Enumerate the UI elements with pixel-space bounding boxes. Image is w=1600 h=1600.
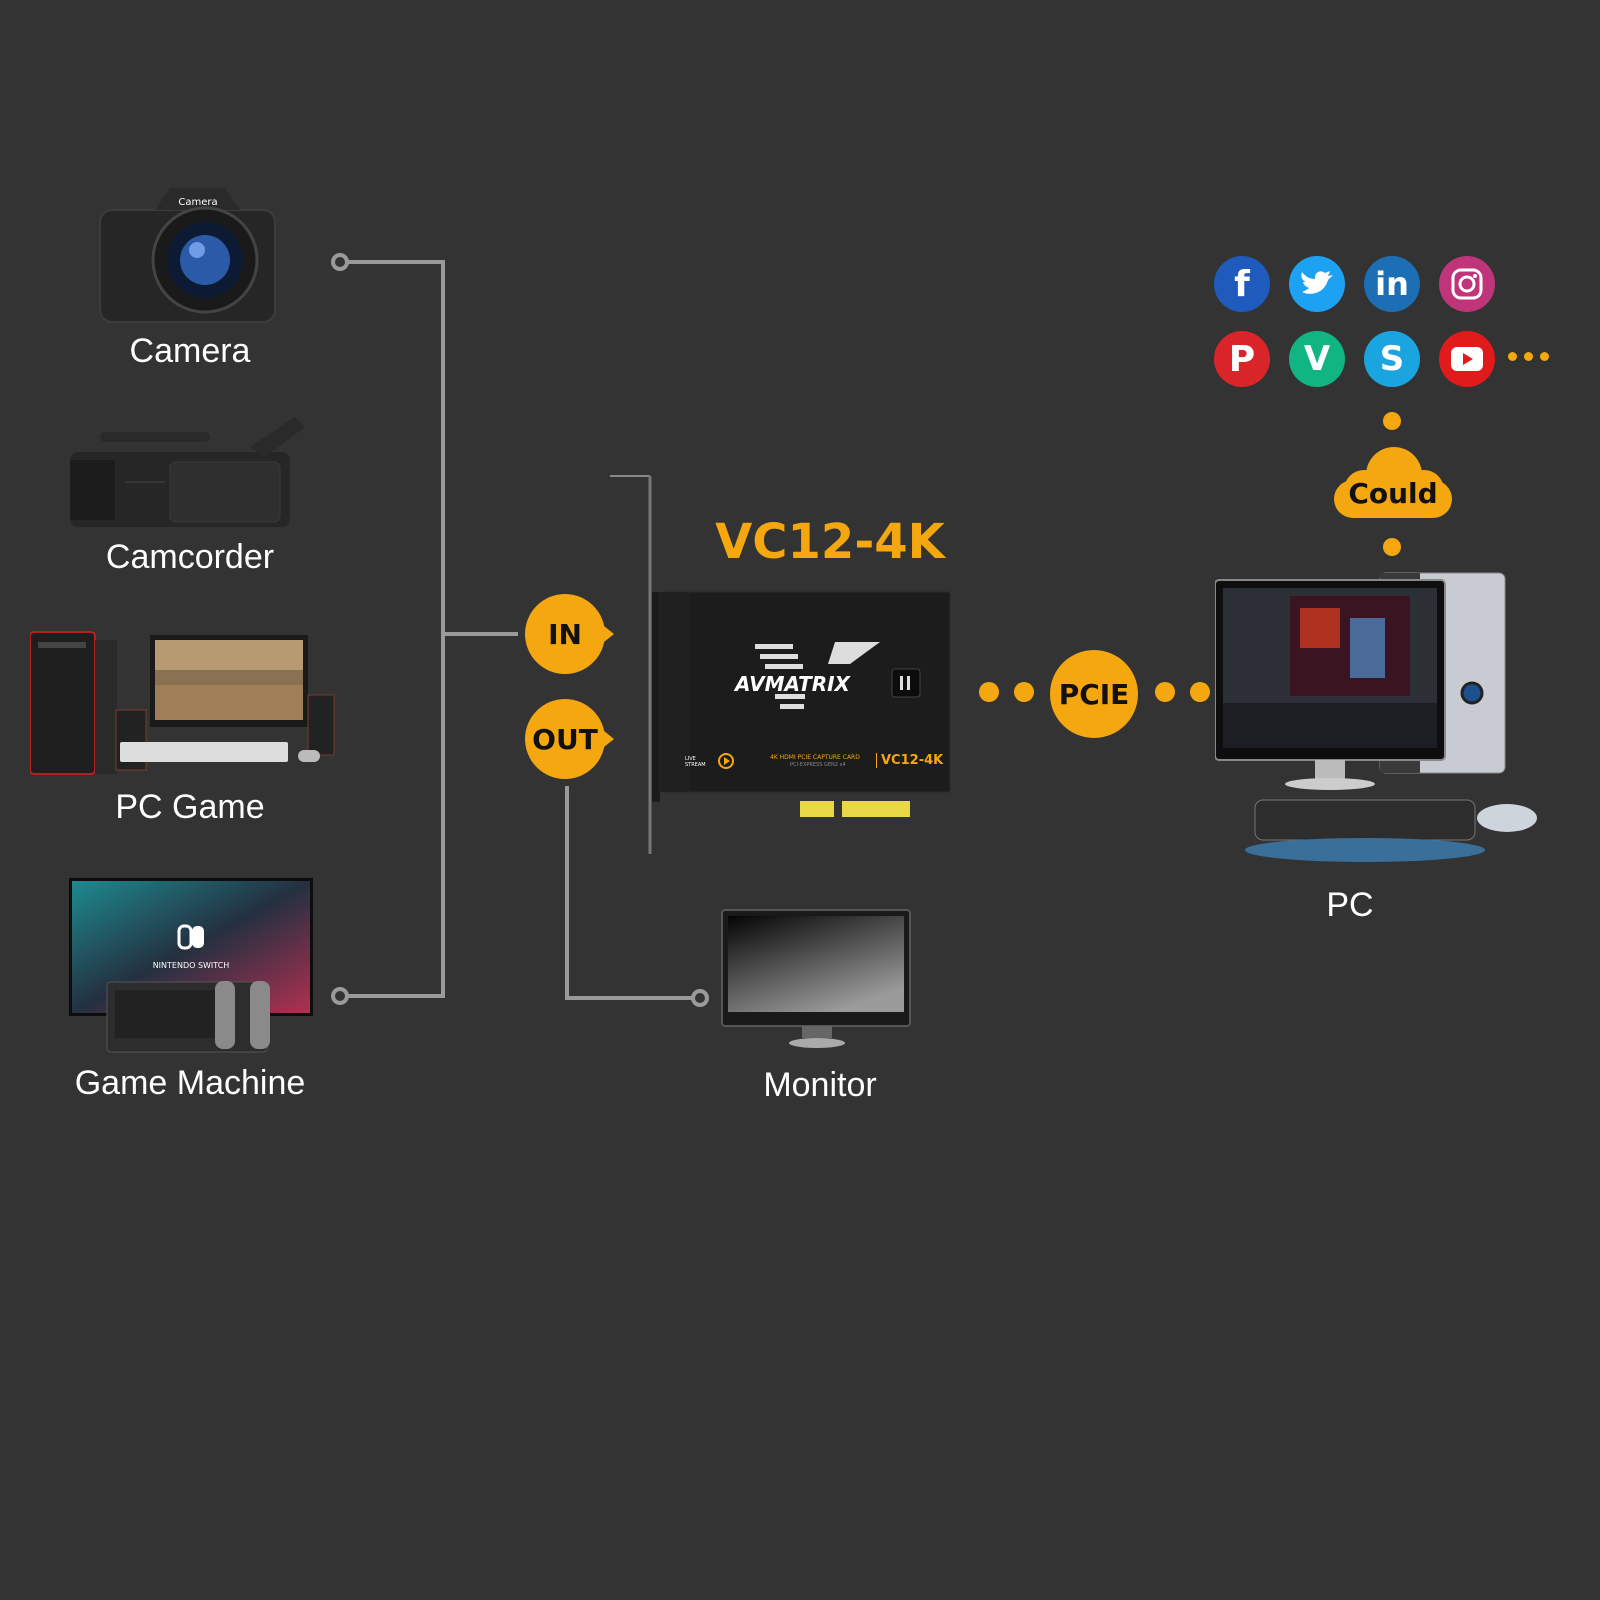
twitter-icon	[1289, 256, 1345, 312]
capture-card-board	[610, 475, 951, 854]
camcorder-source: Camcorder	[70, 412, 310, 582]
facebook-icon: f	[1214, 256, 1270, 312]
instagram-icon	[1439, 256, 1495, 312]
capture-card-live-text: LIVE STREAM	[685, 756, 706, 768]
nintendo-switch-icon: NINTENDO SWITCH	[69, 878, 313, 1053]
pcie-dot-right-1	[1155, 682, 1175, 702]
youtube-icon	[1439, 331, 1495, 387]
cloud-dot-bottom	[1383, 538, 1401, 556]
more-dot-2	[1524, 352, 1533, 361]
cloud-icon	[1334, 447, 1452, 518]
monitor-icon	[721, 909, 911, 1048]
cloud-dot-top	[1383, 412, 1401, 430]
more-dot-3	[1540, 352, 1549, 361]
more-dot-1	[1508, 352, 1517, 361]
capture-card: VC12-4K AVMATRIX LIVE STREAM 4K HDMI PCI…	[610, 474, 960, 854]
game-machine-label: Game Machine	[74, 1064, 306, 1102]
out-port-label: OUT	[532, 722, 598, 756]
skype-icon: S	[1364, 331, 1420, 387]
pcie-badge: PCIE	[1050, 650, 1138, 738]
pc-game-source: PC Game	[29, 630, 350, 830]
switch-logo-text: NINTENDO SWITCH	[153, 961, 230, 970]
pcie-label: PCIE	[1058, 677, 1130, 711]
pc-game-icon	[29, 631, 335, 775]
pcie-dot-right-2	[1190, 682, 1210, 702]
out-port-badge: OUT	[525, 699, 614, 779]
pinterest-icon: P	[1214, 331, 1270, 387]
camera-icon: Camera	[99, 188, 276, 323]
capture-card-model-small: VC12-4K	[876, 753, 943, 768]
camera-body-text: Camera	[178, 197, 217, 208]
capture-card-small-text: 4K HDMI PCIE CAPTURE CARD	[770, 754, 860, 761]
monitor-output: Monitor	[700, 906, 940, 1106]
pc-label: PC	[1326, 886, 1374, 924]
camera-label: Camera	[129, 332, 251, 370]
capture-card-small-text-2: PCI-EXPRESS GEN2 x4	[790, 762, 846, 768]
camcorder-label: Camcorder	[105, 538, 275, 576]
cloud-label: Could	[1348, 477, 1438, 510]
capture-card-brand: AVMATRIX	[735, 672, 850, 696]
monitor-label: Monitor	[763, 1066, 877, 1104]
vine-icon: V	[1289, 331, 1345, 387]
pc-icon	[1214, 572, 1537, 862]
pc-output: PC	[1214, 568, 1565, 928]
pc-game-label: PC Game	[115, 788, 265, 826]
game-machine-source: NINTENDO SWITCH Game Machine	[55, 876, 325, 1106]
camcorder-icon	[70, 417, 305, 527]
camera-source: Camera Camera	[90, 180, 290, 380]
pcie-dot-left-1	[979, 682, 999, 702]
pcie-dot-left-2	[1014, 682, 1034, 702]
cloud-shape: Could	[1334, 445, 1452, 525]
capture-card-model-title: VC12-4K	[715, 514, 945, 570]
in-port-label: IN	[548, 617, 582, 651]
linkedin-icon: in	[1364, 256, 1420, 312]
in-port-badge: IN	[525, 594, 614, 674]
